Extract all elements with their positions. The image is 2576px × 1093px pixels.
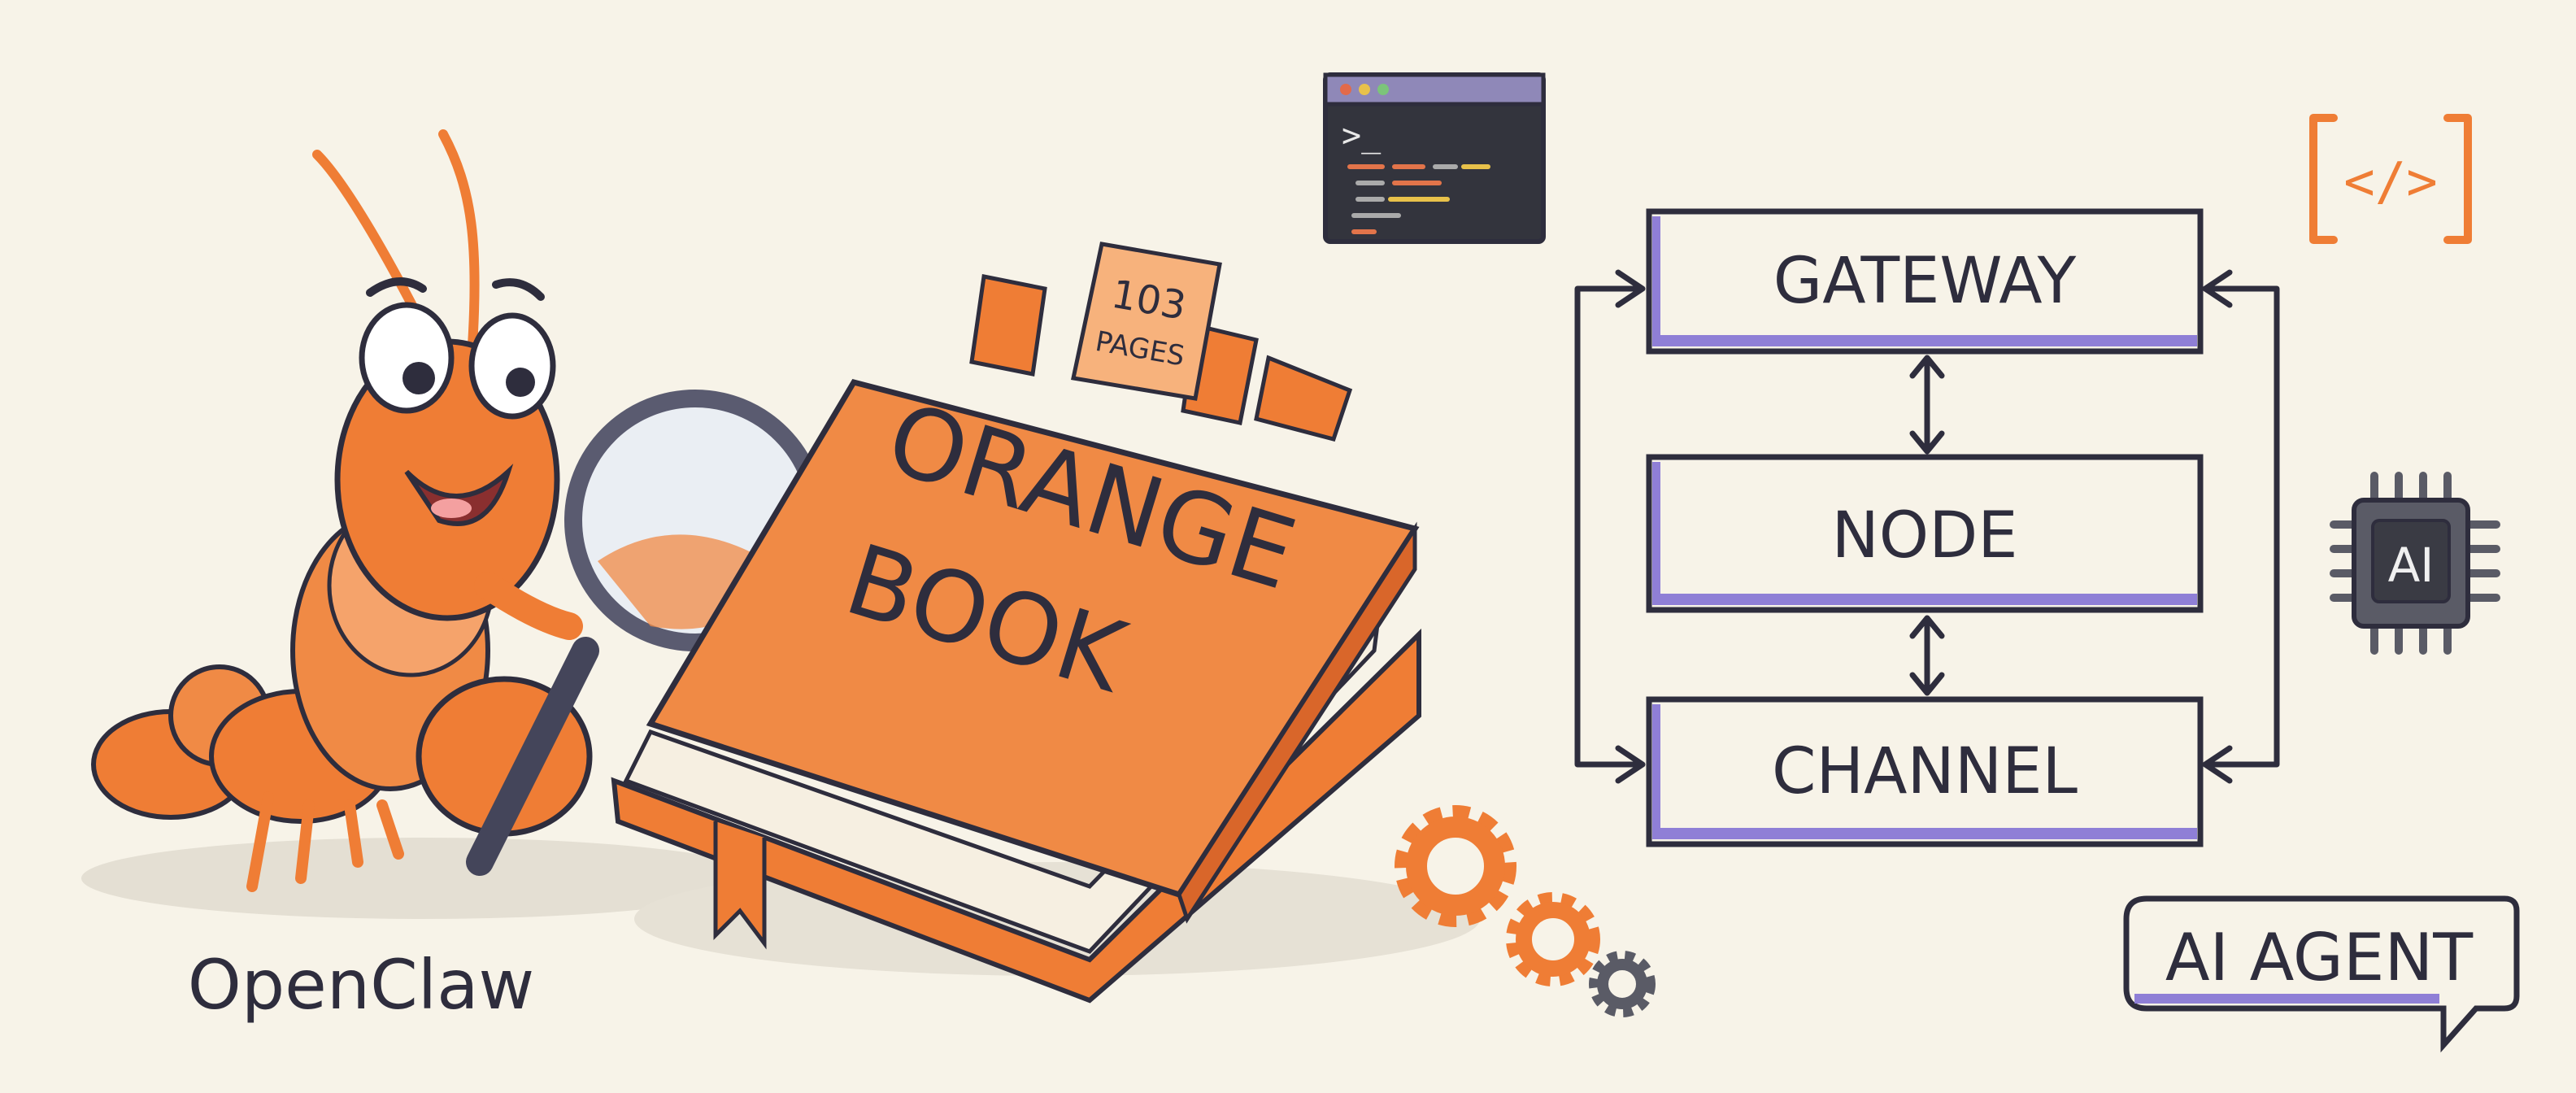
speech-bubble-icon: AI AGENT <box>2123 895 2520 1053</box>
chip-label: AI <box>2388 538 2435 593</box>
channel-box: CHANNEL <box>1646 696 2204 847</box>
ai-chip-icon: AI <box>2330 472 2500 655</box>
eye-left <box>359 302 455 414</box>
ribbon-bookmark <box>713 821 767 950</box>
terminal-icon: >_ <box>1323 72 1546 244</box>
eye-right <box>468 312 556 420</box>
terminal-prompt: >_ <box>1342 117 1382 155</box>
mascot-label: OpenClaw <box>188 945 535 1025</box>
code-brackets-icon: </> <box>2309 114 2472 244</box>
code-symbol: </> <box>2343 152 2438 212</box>
node-label: NODE <box>1831 499 2017 573</box>
pages-tab <box>1071 242 1222 401</box>
gears-icon <box>1395 805 1656 1017</box>
channel-label: CHANNEL <box>1772 735 2078 808</box>
gateway-label: GATEWAY <box>1773 245 2077 318</box>
bubble-label: AI AGENT <box>2165 920 2474 995</box>
lobster-mascot <box>91 129 593 892</box>
gateway-box: GATEWAY <box>1646 208 2204 355</box>
architecture-diagram: GATEWAY NODE CHANNEL <box>1574 208 2280 847</box>
node-box: NODE <box>1646 454 2204 613</box>
